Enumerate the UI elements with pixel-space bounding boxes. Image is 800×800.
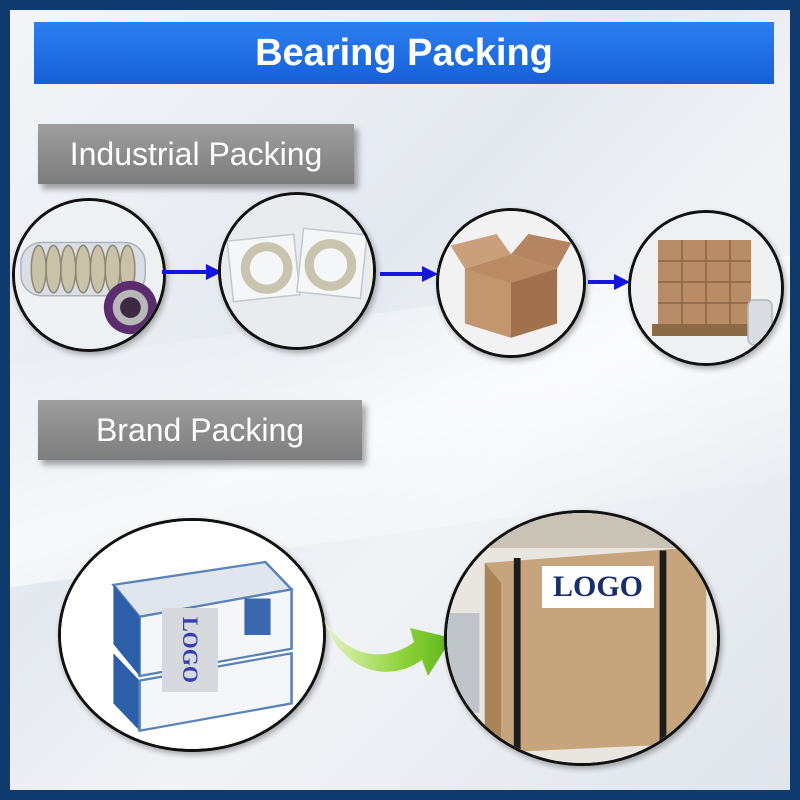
carton-box-icon <box>436 208 586 358</box>
brand-box-icon <box>58 518 326 752</box>
pallet-icon <box>628 210 784 366</box>
brand-packing-label: Brand Packing <box>38 400 362 460</box>
flow-arrow-icon <box>380 266 438 282</box>
industrial-packing-label: Industrial Packing <box>38 124 354 184</box>
logo-placeholder-vertical: LOGO <box>162 608 218 692</box>
infographic: Bearing Packing Industrial Packing <box>10 10 790 790</box>
wooden-case-icon <box>444 510 720 766</box>
page-title: Bearing Packing <box>34 22 774 84</box>
logo-placeholder: LOGO <box>542 566 654 608</box>
green-arrow-icon <box>324 620 452 676</box>
bearing-tube-icon <box>12 198 166 352</box>
flow-arrow-icon <box>588 274 630 290</box>
plastic-bag-icon <box>218 192 376 350</box>
flow-arrow-icon <box>162 264 222 280</box>
